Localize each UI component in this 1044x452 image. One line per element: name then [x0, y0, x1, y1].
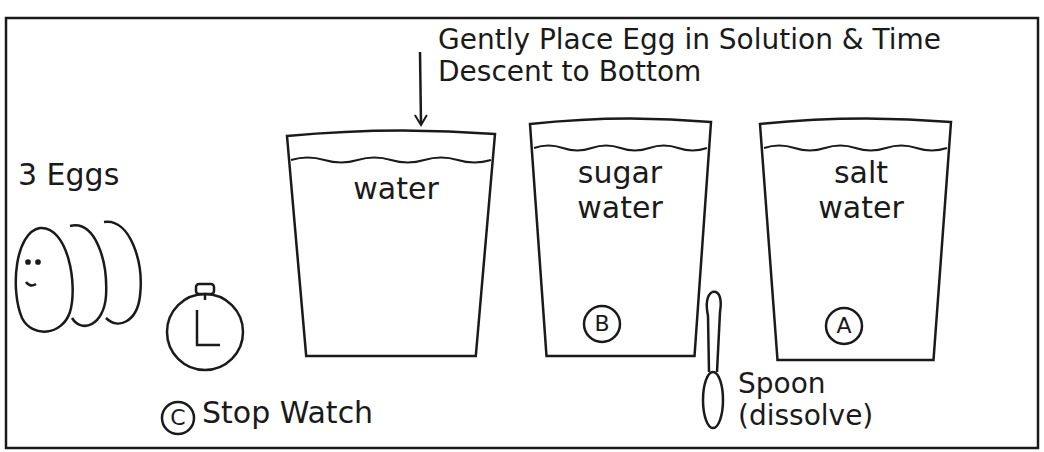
water-surface	[534, 146, 707, 151]
circle-outline	[162, 402, 194, 434]
circle-letter: C	[170, 405, 185, 430]
cup-body	[287, 130, 495, 356]
part-label: 3 Eggs	[18, 158, 168, 193]
cup-outline: sugar waterB	[528, 114, 713, 358]
cup-label: water	[341, 172, 451, 207]
water-surface	[764, 146, 947, 151]
cup-body	[760, 118, 951, 360]
water-surface	[291, 158, 491, 163]
stopwatch-drawing	[167, 284, 243, 370]
circle-outline	[584, 306, 620, 342]
frame-border	[6, 18, 1038, 448]
cup-outline: water	[285, 126, 497, 358]
circle-outline	[826, 308, 862, 344]
cup-body	[530, 118, 711, 356]
circled-letter: B	[582, 304, 622, 344]
part-label: Stop Watch	[202, 396, 432, 431]
cup-label: salt water	[806, 156, 916, 225]
cup-shape	[285, 126, 497, 358]
cup-shape	[758, 114, 953, 362]
spoon-drawing	[703, 292, 723, 428]
cup-outline: salt waterA	[758, 114, 953, 362]
instruction-note: Gently Place Egg in Solution & Time Desc…	[438, 24, 1028, 88]
cup-label: sugar water	[560, 156, 680, 225]
eggs-drawing	[16, 222, 141, 332]
circle-letter: B	[594, 311, 609, 336]
part-label: Spoon (dissolve)	[738, 368, 908, 432]
circled-letter: A	[824, 306, 864, 346]
circled-letter: C	[160, 400, 196, 436]
pointer-arrow	[420, 52, 421, 124]
circle-letter: A	[836, 313, 851, 338]
